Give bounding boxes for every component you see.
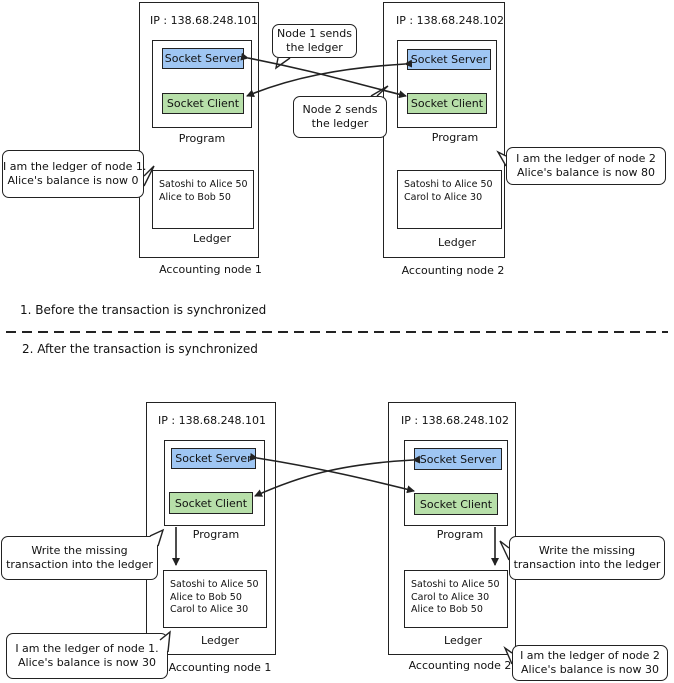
bubble-line: Alice's balance is now 0 bbox=[7, 174, 139, 187]
bubble-write-missing-node-1: Write the missing transaction into the l… bbox=[1, 536, 158, 580]
section-before-label: 1. Before the transaction is synchronize… bbox=[20, 303, 267, 317]
section-after-label: 2. After the transaction is synchronized bbox=[22, 342, 258, 356]
ledger-entry: Carol to Alice 30 bbox=[411, 591, 490, 603]
bubble-ledger-node-1-before: I am the ledger of node 1. Alice's balan… bbox=[2, 150, 147, 198]
bubble-line: the ledger bbox=[286, 41, 343, 54]
node-2-ip: IP : 138.68.248.102 bbox=[401, 414, 510, 427]
node-2-ip: IP : 138.68.248.102 bbox=[396, 14, 505, 27]
node-1-program-label: Program bbox=[192, 528, 240, 541]
bubble-line: I am the ledger of node 2 bbox=[520, 649, 660, 662]
node-2-socket-client: Socket Client bbox=[407, 93, 487, 114]
bubble-line: the ledger bbox=[311, 117, 369, 130]
bubble-line: I am the ledger of node 2 bbox=[516, 152, 656, 165]
bubble-tail bbox=[143, 165, 155, 187]
ledger-entry: Carol to Alice 30 bbox=[170, 604, 249, 615]
bubble-line: transaction into the ledger bbox=[6, 558, 153, 571]
node-2-socket-server: Socket Server bbox=[414, 448, 502, 470]
bubble-ledger-node-2-before: I am the ledger of node 2 Alice's balanc… bbox=[506, 147, 666, 185]
node-1-ledger-label: Ledger bbox=[193, 232, 231, 245]
node-1-ledger-entries: Satoshi to Alice 50 Alice to Bob 50 bbox=[159, 179, 248, 204]
ledger-entry: Carol to Alice 30 bbox=[404, 191, 483, 203]
node-2-program-label: Program bbox=[436, 528, 484, 541]
bubble-line: Alice's balance is now 30 bbox=[521, 663, 659, 676]
node-2-ledger-label: Ledger bbox=[438, 236, 476, 249]
node-2-ledger-box: Satoshi to Alice 50 Carol to Alice 30 Al… bbox=[404, 570, 508, 628]
node-1-ledger-label: Ledger bbox=[201, 634, 239, 647]
node-1-caption: Accounting node 1 bbox=[168, 661, 272, 674]
node-1-program-label: Program bbox=[178, 132, 226, 145]
node-2-ledger-label: Ledger bbox=[444, 634, 482, 647]
node-1-ip: IP : 138.68.248.101 bbox=[150, 14, 259, 27]
arrow-node2-to-node1 bbox=[246, 59, 413, 97]
node-2-caption: Accounting node 2 bbox=[408, 659, 512, 672]
node-2-caption: Accounting node 2 bbox=[401, 264, 505, 277]
bubble-line: I am the ledger of node 1. bbox=[3, 160, 147, 173]
node-1-caption: Accounting node 1 bbox=[159, 263, 262, 276]
bubble-tail bbox=[149, 528, 165, 547]
bubble-line: Alice's balance is now 80 bbox=[517, 166, 655, 179]
ledger-entry: Satoshi to Alice 50 bbox=[159, 179, 248, 190]
bubble-line: Alice's balance is now 30 bbox=[18, 656, 156, 669]
node-1-socket-client: Socket Client bbox=[169, 492, 253, 514]
node-2-ledger-entries: Satoshi to Alice 50 Carol to Alice 30 bbox=[404, 179, 493, 204]
bubble-tail bbox=[159, 630, 171, 653]
ledger-entry: Alice to Bob 50 bbox=[411, 604, 483, 615]
bubble-line: Write the missing bbox=[538, 544, 636, 557]
node-2-ledger-box: Satoshi to Alice 50 Carol to Alice 30 bbox=[397, 170, 502, 229]
bubble-line: Node 2 sends bbox=[302, 103, 378, 116]
ledger-entry: Satoshi to Alice 50 bbox=[411, 579, 500, 590]
bubble-node-1-sends: Node 1 sends the ledger bbox=[272, 24, 357, 58]
arrow-node1-to-node2 bbox=[240, 52, 407, 99]
ledger-entry: Alice to Bob 50 bbox=[159, 191, 231, 203]
node-2-ledger-entries: Satoshi to Alice 50 Carol to Alice 30 Al… bbox=[411, 579, 500, 617]
bubble-line: Write the missing bbox=[31, 544, 128, 557]
node-1-ledger-box: Satoshi to Alice 50 Alice to Bob 50 Caro… bbox=[163, 570, 267, 628]
node-1-socket-client: Socket Client bbox=[162, 93, 244, 114]
bubble-tail bbox=[496, 150, 507, 167]
bubble-tail bbox=[503, 645, 513, 665]
node-1-socket-server: Socket Server bbox=[171, 448, 256, 469]
bubble-ledger-node-2-after: I am the ledger of node 2 Alice's balanc… bbox=[512, 645, 668, 681]
ledger-entry: Alice to Bob 50 bbox=[170, 591, 242, 603]
node-1-ledger-box: Satoshi to Alice 50 Alice to Bob 50 bbox=[152, 170, 254, 229]
node-2-program-label: Program bbox=[431, 131, 479, 144]
node-1-ledger-entries: Satoshi to Alice 50 Alice to Bob 50 Caro… bbox=[170, 579, 259, 617]
bubble-line: I am the ledger of node 1. bbox=[15, 642, 159, 655]
ledger-entry: Satoshi to Alice 50 bbox=[170, 579, 259, 590]
bubble-line: transaction into the ledger bbox=[513, 558, 661, 571]
arrow-node2-to-node1 bbox=[254, 455, 421, 497]
bubble-ledger-node-1-after: I am the ledger of node 1. Alice's balan… bbox=[6, 633, 168, 679]
node-2-socket-server: Socket Server bbox=[407, 49, 491, 70]
bubble-line: Node 1 sends bbox=[277, 27, 352, 40]
ledger-entry: Satoshi to Alice 50 bbox=[404, 179, 493, 190]
node-2-socket-client: Socket Client bbox=[414, 493, 498, 515]
bubble-write-missing-node-2: Write the missing transaction into the l… bbox=[509, 536, 665, 580]
bubble-tail bbox=[499, 540, 510, 561]
node-1-ip: IP : 138.68.248.101 bbox=[158, 414, 267, 427]
